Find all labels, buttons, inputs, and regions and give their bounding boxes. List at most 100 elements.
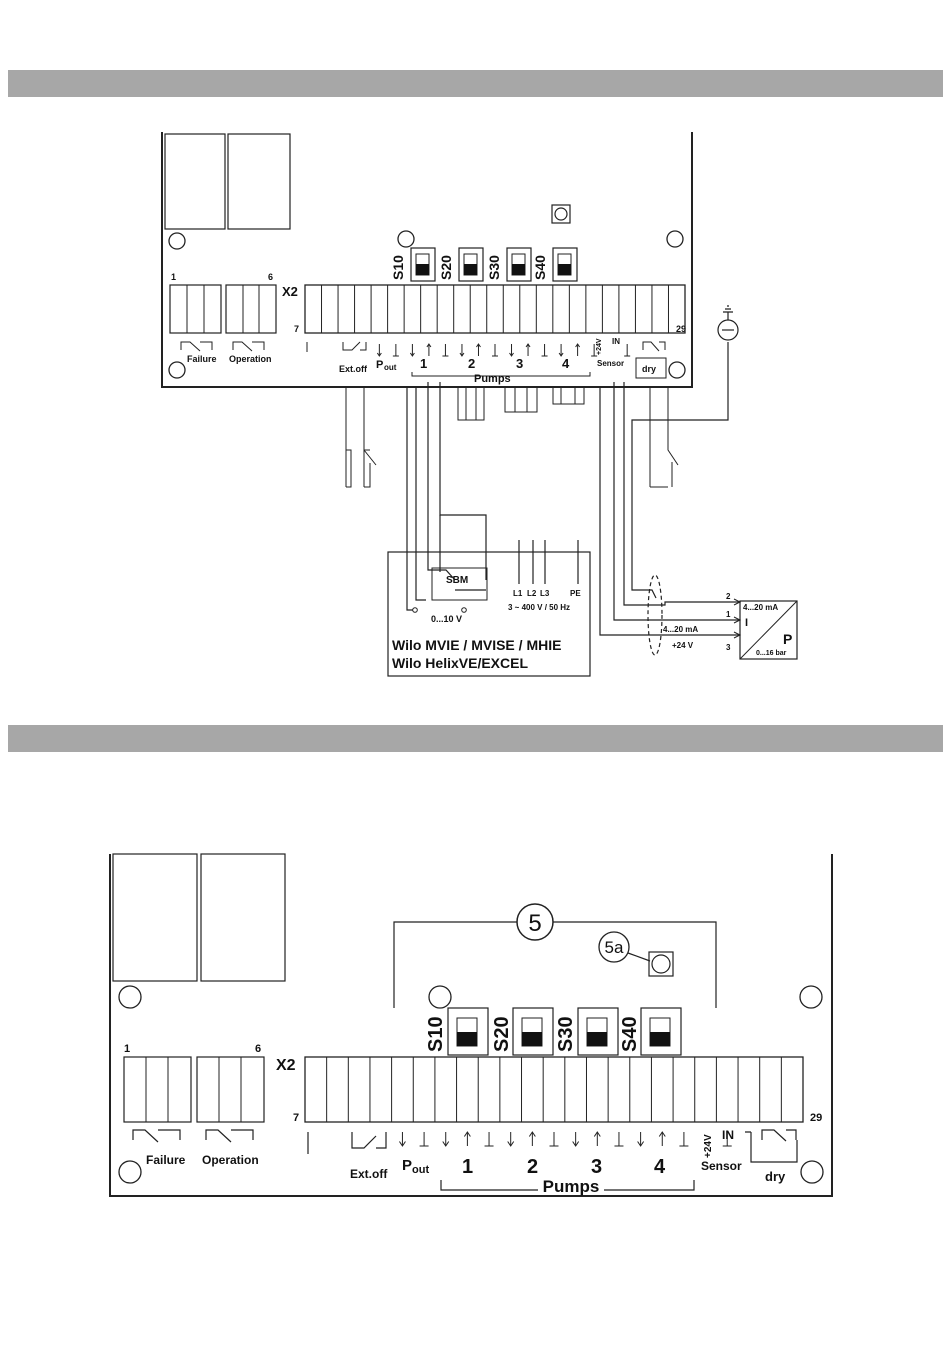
up-arrow-icon [476,343,481,348]
up-arrow-icon [525,343,531,348]
dry-contact-icon [761,1129,797,1142]
mounting-hole [168,232,186,250]
terminal-number-first: 7 [293,1112,299,1124]
up-arrow-icon [528,1131,536,1137]
relay-number-last: 6 [255,1043,261,1055]
pump-number-4: 4 [654,1156,666,1178]
plus24v-label: +24V [703,1134,714,1158]
terminal-block-label: X2 [276,1057,296,1074]
dip-switch-s30 [506,247,532,282]
relay-number-first: 1 [124,1043,130,1055]
pressure-sensor-box [739,600,798,660]
pump-number-3: 3 [591,1156,602,1178]
up-arrow-icon [575,343,581,348]
switch-label-s40: S40 [619,1016,641,1052]
sensor-pin-1: 1 [726,610,731,619]
p-out-label-sub: out [384,363,397,372]
reset-button-outline [551,204,571,224]
switch-label-s40: S40 [532,255,548,280]
terminal-strip [304,284,686,334]
pumps-bracket [440,1180,695,1191]
pumps-label: Pumps [474,373,511,385]
up-arrow-icon [593,1131,601,1137]
ext-off-contact-icon [342,341,367,351]
pump-models-line1: Wilo MVIE / MVISE / MHIE [392,637,561,653]
relay-number-last: 6 [268,272,273,282]
ext-off-external-switch [345,387,377,488]
pump-models-line2: Wilo HelixVE/EXCEL [392,655,528,671]
terminal-number-last: 29 [810,1112,822,1124]
down-arrow-icon [376,352,382,357]
phase-l3: L3 [540,589,550,598]
terminal-number-first: 7 [294,324,299,334]
in-label: IN [612,337,620,346]
dip-switch-s20 [458,247,484,282]
sensor-pin-3: 3 [726,643,731,652]
operation-label: Operation [229,354,272,364]
down-arrow-icon [399,1141,406,1147]
relay-number-first: 1 [171,272,176,282]
dry-run-external-switch [649,387,679,488]
reset-button [554,207,568,221]
signal-terminal [412,607,418,613]
mounting-hole [668,361,686,379]
dry-box [750,1140,798,1163]
operation-label: Operation [202,1153,259,1167]
down-arrow-icon [572,1141,580,1147]
pump-number-2: 2 [527,1156,538,1178]
down-arrow-icon [558,352,564,357]
sbm-label: SBM [446,575,468,586]
sensor-label: Sensor [701,1159,742,1173]
pump-unit-box [387,551,591,677]
supply-voltage-label: 3 ~ 400 V / 50 Hz [508,603,570,612]
mounting-hole [118,1160,142,1184]
phase-l1: L1 [513,589,523,598]
down-arrow-icon [507,1141,515,1147]
ext-off-contact-icon [351,1132,387,1149]
callout-bracket [393,921,717,1008]
sensor-divider [739,600,798,660]
phase-l2: L2 [527,589,537,598]
relay-block [164,133,226,230]
down-arrow-icon [637,1141,645,1147]
phase-pe: PE [570,589,581,598]
board-outline [161,132,693,388]
terminal-strip-outline [304,284,686,334]
signal-range-label: 0...10 V [431,614,462,624]
plus24v-label: +24V [596,338,603,355]
sensor-pressure-range: 0...16 bar [756,650,787,657]
pump-signal-wires [406,382,487,611]
pump-cable-glands [457,388,585,421]
dip-switch-s40 [640,1007,682,1056]
signal-terminal [461,607,467,613]
dip-switch-s10 [410,247,436,282]
switch-label-s30: S30 [486,255,502,280]
relay-terminals [123,1056,265,1123]
mounting-hole [800,1160,824,1184]
sensor-label: Sensor [597,359,624,368]
callout-5a-label: 5a [605,938,624,957]
switch-label-s20: S20 [491,1016,513,1052]
switch-label-s10: S10 [425,1016,447,1052]
mounting-hole [397,230,415,248]
mounting-hole [666,230,684,248]
terminal-strip-outline [304,1056,804,1123]
pump-number-4: 4 [562,356,570,371]
up-arrow-icon [426,343,432,348]
down-arrow-icon [409,352,415,357]
relay-block [112,853,198,982]
callout-5-label: 5 [528,910,541,937]
pumps-bracket [411,372,591,377]
failure-contact-icon [132,1129,181,1143]
pump-number-1: 1 [420,356,427,371]
dip-switch-s20 [512,1007,554,1056]
reset-button-outline [648,951,674,977]
sensor-symbol-p: P [783,631,792,647]
mounting-hole [799,985,823,1009]
up-arrow-icon [463,1131,471,1137]
section-header-bar-top [8,70,943,97]
dry-box-edge [745,1131,752,1140]
down-arrow-icon [442,1141,450,1147]
down-arrow-icon [459,352,465,357]
failure-label: Failure [187,354,217,364]
